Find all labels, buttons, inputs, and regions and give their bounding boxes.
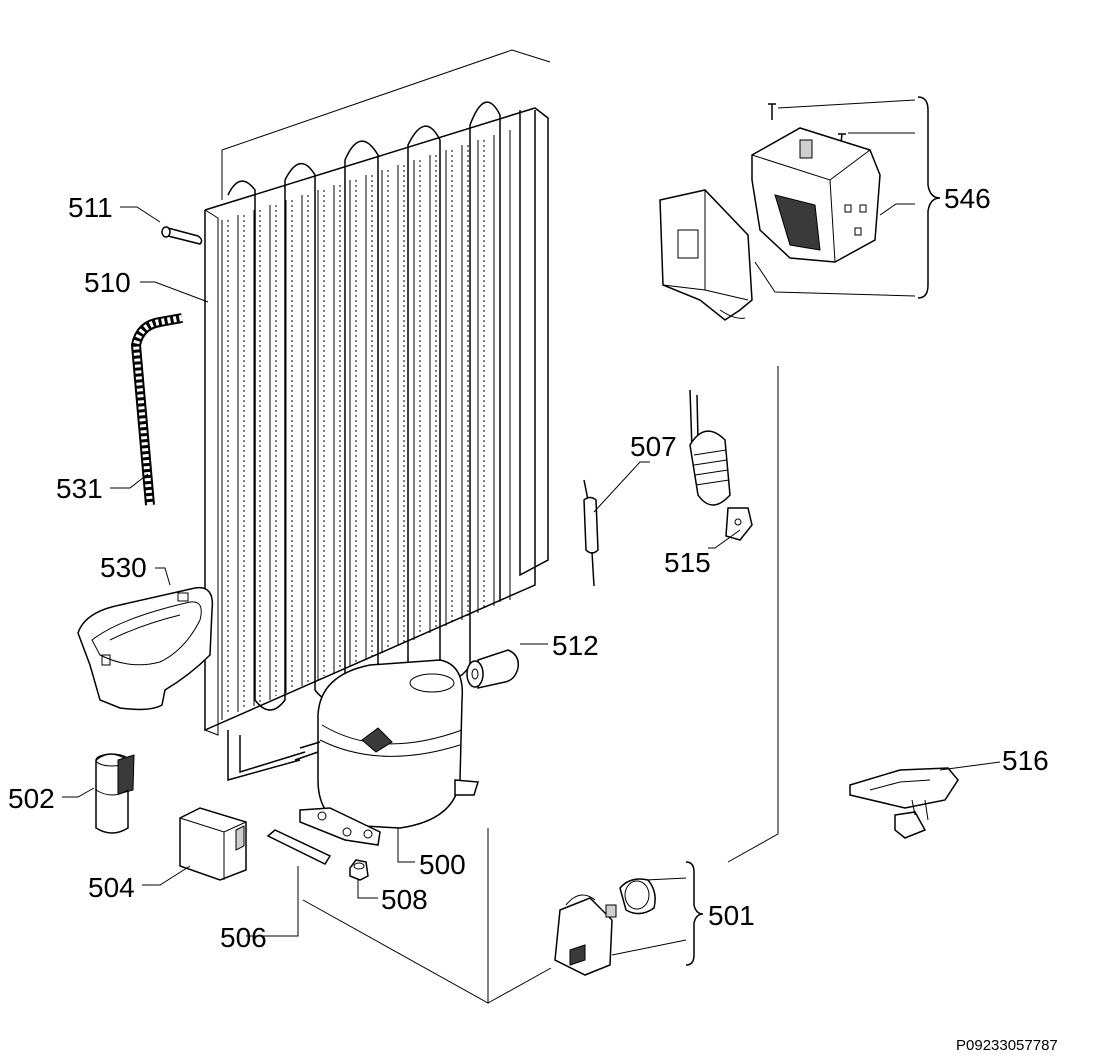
part-507-capillary	[583, 479, 599, 587]
label-530: 530	[100, 552, 147, 583]
label-512: 512	[552, 630, 599, 661]
label-507: 507	[630, 431, 677, 462]
part-546-thermostat-assembly	[659, 103, 881, 321]
label-516: 516	[1002, 745, 1049, 776]
label-502: 502	[8, 783, 55, 814]
part-506-bracket	[266, 829, 332, 865]
label-531: 531	[56, 473, 103, 504]
label-515: 515	[664, 547, 711, 578]
part-504-relay-box	[179, 807, 247, 881]
label-508: 508	[381, 884, 428, 915]
part-500-compressor	[294, 659, 479, 846]
label-500: 500	[419, 849, 466, 880]
label-511: 511	[68, 192, 113, 223]
part-512-grommet	[466, 649, 520, 689]
part-531-hose	[130, 313, 183, 506]
leader-lines	[62, 96, 1001, 966]
label-546: 546	[944, 183, 991, 214]
part-508-nut	[349, 859, 369, 881]
part-501-relay	[554, 878, 656, 976]
label-504: 504	[88, 872, 135, 903]
condenser-510	[204, 101, 549, 781]
part-516-switch	[849, 767, 959, 839]
label-510: 510	[84, 267, 131, 298]
label-506: 506	[220, 922, 267, 953]
cabinet-outline	[221, 49, 779, 1004]
part-515-power-cord	[689, 389, 753, 541]
part-530-drip-tray	[77, 586, 214, 711]
label-501: 501	[708, 900, 755, 931]
part-502-filter-drier	[95, 753, 135, 834]
drawing-code: P09233057787	[956, 1037, 1058, 1054]
part-511-tube	[161, 226, 203, 245]
